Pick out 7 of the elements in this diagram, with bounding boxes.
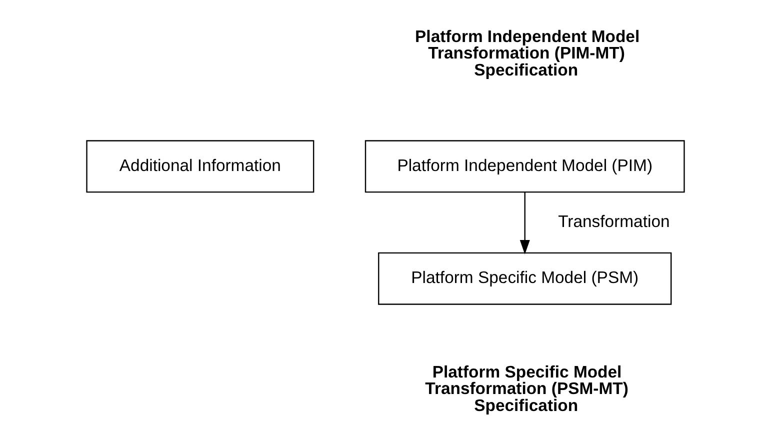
edge-label: Transformation [558,212,670,231]
node-label: Platform Independent Model Transformation (PIM-MT) Specification [415,26,640,80]
node-box: Platform Independent Model (PIM) [364,140,685,193]
node-label: Platform Specific Model Transformation (PSM-MT) Specification [425,362,628,415]
node-box: Additional Information [86,140,314,193]
node-box: Platform Specific Model (PSM) [378,252,672,305]
arrow [520,192,530,254]
